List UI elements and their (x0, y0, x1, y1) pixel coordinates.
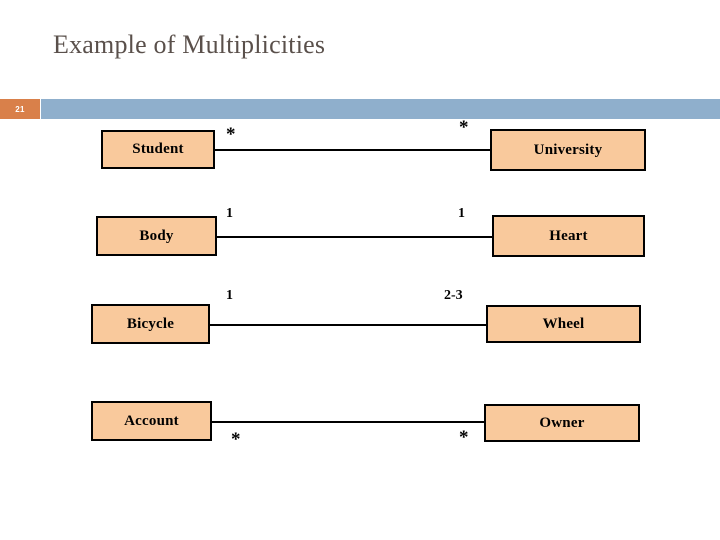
multiplicity-label-left: * (226, 124, 236, 145)
multiplicity-label-left: 1 (226, 206, 233, 221)
association-line (217, 236, 492, 238)
class-box-body[interactable]: Body (96, 216, 217, 256)
header-accent-bar (41, 99, 720, 119)
multiplicity-label-right: * (459, 427, 469, 448)
multiplicity-label-left: 1 (226, 288, 233, 303)
class-box-account[interactable]: Account (91, 401, 212, 441)
class-box-owner[interactable]: Owner (484, 404, 640, 442)
class-box-heart[interactable]: Heart (492, 215, 645, 257)
class-box-wheel[interactable]: Wheel (486, 305, 641, 343)
multiplicity-label-right: 2-3 (444, 288, 463, 303)
multiplicity-label-right: 1 (458, 206, 465, 221)
class-box-university[interactable]: University (490, 129, 646, 171)
association-line (210, 324, 487, 326)
association-line (212, 421, 484, 423)
class-box-student[interactable]: Student (101, 130, 215, 169)
multiplicity-label-left: * (231, 429, 241, 450)
page-title: Example of Multiplicities (53, 30, 326, 59)
multiplicity-label-right: * (459, 117, 469, 138)
association-line (215, 149, 490, 151)
page-number-badge: 21 (0, 99, 40, 119)
class-box-bicycle[interactable]: Bicycle (91, 304, 210, 344)
